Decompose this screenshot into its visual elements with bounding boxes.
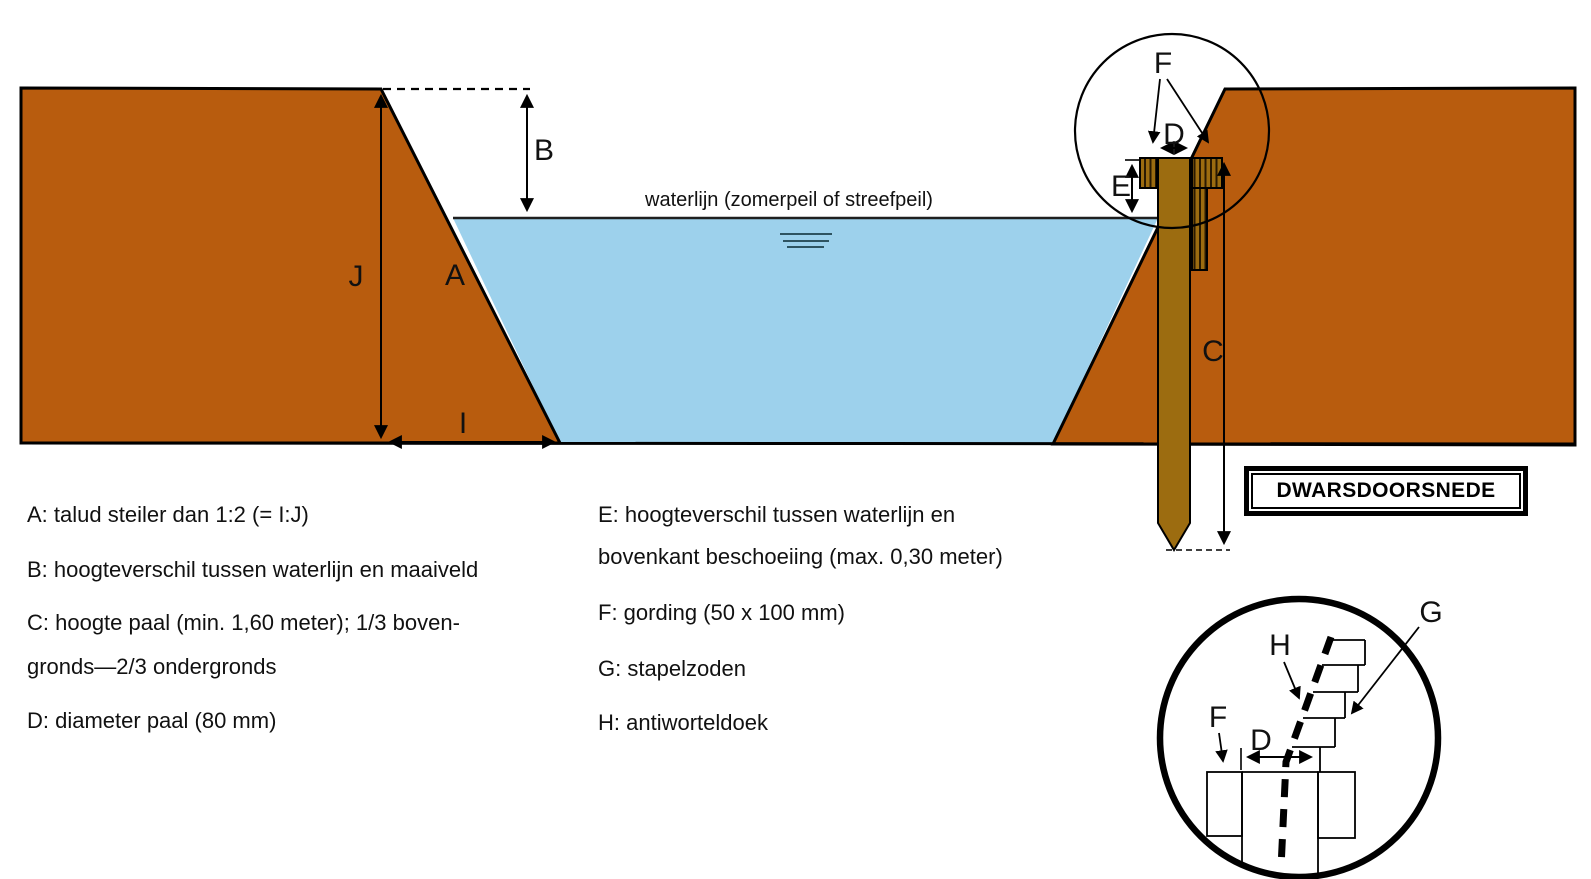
leader-arrow-H-detail: [1283, 661, 1301, 700]
legend-item-F: F: gording (50 x 100 mm): [598, 600, 845, 625]
legend-item-A: A: talud steiler dan 1:2 (= I:J): [27, 502, 309, 527]
marker-label-B: B: [534, 134, 554, 167]
marker-label-F: F: [1154, 47, 1172, 80]
magnifier-circle: [1073, 32, 1271, 230]
marker-label-I: I: [459, 407, 467, 440]
water-ripple-icon: [780, 233, 832, 248]
water-body: [453, 218, 1158, 443]
marker-label-E: E: [1111, 170, 1131, 203]
waterline-label: waterlijn (zomerpeil of streefpeil): [644, 189, 933, 211]
legend-item-G: G: stapelzoden: [598, 656, 746, 681]
marker-label-D: D: [1163, 118, 1185, 151]
legend-item-B: B: hoogteverschil tussen waterlijn en ma…: [27, 557, 479, 582]
marker-label-A: A: [445, 259, 465, 292]
detail-label-H: H: [1269, 629, 1291, 662]
detail-label-G: G: [1419, 596, 1442, 629]
plan-view: [1206, 771, 1356, 874]
detail-label-F: F: [1209, 701, 1227, 734]
stacked-sods: [1292, 639, 1366, 772]
legend-item-C-line2: gronds—2/3 ondergronds: [27, 654, 277, 679]
leader-arrow-F-detail: [1215, 732, 1228, 763]
legend-item-E-line2: bovenkant beschoeiing (max. 0,30 meter): [598, 544, 1003, 569]
title-box: DWARSDOORSNEDE: [1244, 466, 1528, 516]
marker-label-C: C: [1202, 335, 1224, 368]
pole: [1157, 157, 1191, 552]
legend-item-D: D: diameter paal (80 mm): [27, 708, 277, 733]
gording-left: [1139, 157, 1158, 189]
detail-view: H G F D: [1156, 595, 1443, 879]
leader-arrow-G-detail: [1350, 626, 1420, 715]
sheathing-plank: [1191, 187, 1208, 271]
detail-label-D: D: [1250, 724, 1272, 757]
ground-bottom-line: [20, 441, 1576, 446]
legend-item-H: H: antiworteldoek: [598, 710, 768, 735]
leader-arrow-F-right: [1166, 78, 1210, 144]
leader-arrow-F-left: [1147, 78, 1161, 144]
detail-circle: [1156, 595, 1442, 879]
title-box-label: DWARSDOORSNEDE: [1251, 473, 1521, 509]
gording-right: [1191, 157, 1223, 189]
marker-label-J: J: [349, 260, 364, 293]
legend-item-E-line1: E: hoogteverschil tussen waterlijn en: [598, 502, 956, 527]
legend-item-C-line1: C: hoogte paal (min. 1,60 meter); 1/3 bo…: [27, 610, 460, 635]
